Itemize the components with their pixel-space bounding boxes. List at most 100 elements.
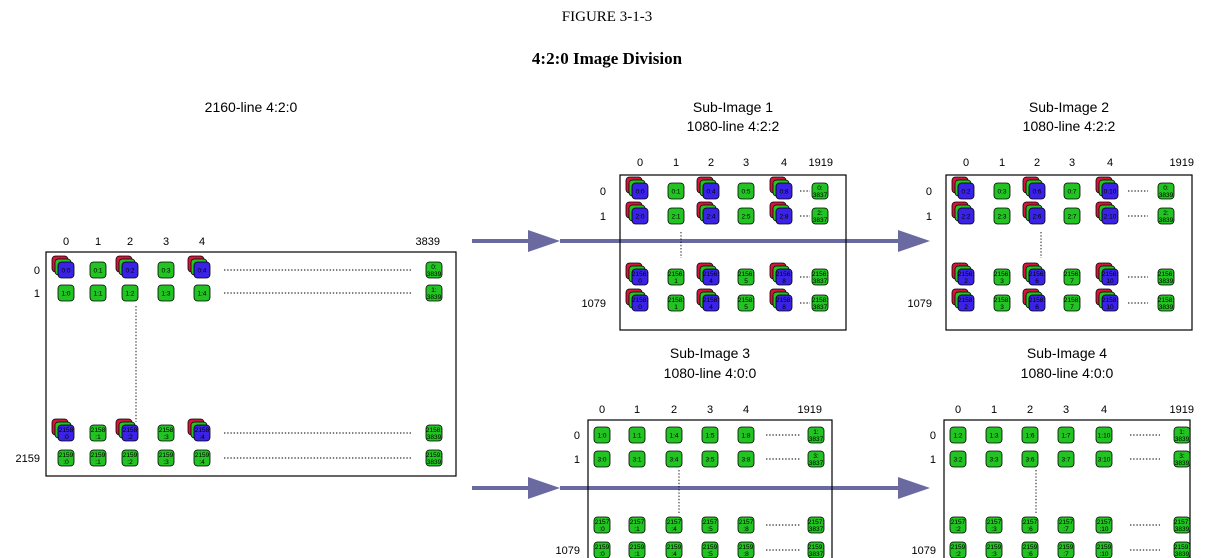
cb-sample bbox=[193, 261, 211, 279]
last-column-label: 1919 bbox=[1170, 157, 1194, 169]
sample-label: 3:10 bbox=[1098, 456, 1111, 463]
luma-sample bbox=[89, 284, 107, 302]
luma-sample bbox=[701, 541, 719, 558]
cb-sample bbox=[775, 294, 793, 312]
luma-sample: 2157:3839 bbox=[1173, 516, 1191, 534]
chroma-sample-stack: 2156:0 bbox=[625, 262, 649, 286]
last-row-label: 2159 bbox=[16, 453, 40, 465]
cb-sample bbox=[1028, 182, 1046, 200]
luma-sample: 2156:3 bbox=[993, 268, 1011, 286]
luma-sample: 2:7 bbox=[1063, 207, 1081, 225]
column-label: 1 bbox=[95, 236, 101, 248]
luma-sample bbox=[157, 284, 175, 302]
sample-label: 0:3 bbox=[997, 188, 1006, 195]
sample-label: 1:3839 bbox=[427, 287, 442, 301]
chroma-sample-stack: 2:10 bbox=[1095, 201, 1119, 225]
luma-sample bbox=[1057, 426, 1075, 444]
arrow-to-sub-image-1 bbox=[472, 230, 560, 252]
luma-sample bbox=[665, 450, 683, 468]
luma-sample: 3:5 bbox=[701, 450, 719, 468]
sample-label: 0:6 bbox=[1032, 188, 1041, 195]
luma-sample: 3:10 bbox=[1095, 450, 1113, 468]
chroma-sample-stack: 2158:10 bbox=[1095, 288, 1119, 312]
sample-label: 1:5 bbox=[705, 432, 714, 439]
luma-sample: 0:3839 bbox=[1157, 182, 1175, 200]
sample-label: 2:6 bbox=[1032, 213, 1041, 220]
cb-sample bbox=[957, 294, 975, 312]
chroma-sample-stack: 0:4 bbox=[187, 255, 211, 279]
column-label: 2 bbox=[127, 236, 133, 248]
luma-sample bbox=[1063, 294, 1081, 312]
luma-sample bbox=[737, 207, 755, 225]
cb-sample bbox=[1101, 294, 1119, 312]
sample-label: 2156:8 bbox=[776, 271, 792, 285]
sample-label: 2:7 bbox=[1067, 213, 1076, 220]
luma-sample: 1:6 bbox=[1021, 426, 1039, 444]
row-label: 1 bbox=[574, 454, 580, 466]
luma-sample bbox=[1157, 207, 1175, 225]
division-arrows bbox=[472, 230, 930, 499]
luma-sample: 1:4 bbox=[193, 284, 211, 302]
sample-label: 0:8 bbox=[779, 188, 788, 195]
luma-sample: 2157:2 bbox=[949, 516, 967, 534]
luma-sample bbox=[628, 426, 646, 444]
luma-sample: 2159:7 bbox=[1057, 541, 1075, 558]
sample-label: 1:3 bbox=[989, 432, 998, 439]
luma-sample bbox=[1021, 541, 1039, 558]
sample-label: 1:7 bbox=[1061, 432, 1070, 439]
figure-title: 4:2:0 Image Division bbox=[532, 49, 683, 68]
last-column-label: 1919 bbox=[809, 157, 833, 169]
sample-label: 3:3 bbox=[989, 456, 998, 463]
column-label: 3 bbox=[743, 157, 749, 169]
cb-sample bbox=[702, 207, 720, 225]
chroma-sample-stack: 2:8 bbox=[769, 201, 793, 225]
luma-sample bbox=[89, 424, 107, 442]
column-label: 1 bbox=[991, 404, 997, 416]
sample-label: 0:2 bbox=[125, 267, 134, 274]
luma-sample bbox=[593, 541, 611, 558]
luma-sample bbox=[157, 449, 175, 467]
luma-sample: 0:3839 bbox=[425, 261, 443, 279]
cb-sample bbox=[702, 182, 720, 200]
sample-label: 2159:4 bbox=[195, 452, 210, 466]
luma-sample bbox=[425, 424, 443, 442]
luma-sample bbox=[667, 294, 685, 312]
chroma-sample-stack: 2:4 bbox=[696, 201, 720, 225]
luma-sample bbox=[425, 261, 443, 279]
luma-sample: 2157:4 bbox=[665, 516, 683, 534]
luma-sample bbox=[665, 516, 683, 534]
column-label: 2 bbox=[1027, 404, 1033, 416]
row-label: 1 bbox=[926, 211, 932, 223]
sample-label: 2157:3839 bbox=[1174, 519, 1190, 533]
luma-sample bbox=[157, 424, 175, 442]
sample-label: 3:3839 bbox=[1175, 453, 1190, 467]
luma-sample bbox=[1057, 541, 1075, 558]
chroma-sample-stack: 2158:4 bbox=[187, 418, 211, 442]
cb-sample bbox=[1101, 268, 1119, 286]
chroma-sample-stack: 2158:4 bbox=[696, 288, 720, 312]
luma-sample bbox=[1021, 450, 1039, 468]
chroma-sample-stack: 2156:4 bbox=[696, 262, 720, 286]
luma-sample: 1:2 bbox=[949, 426, 967, 444]
chroma-sample-stack: 0:4 bbox=[696, 176, 720, 200]
sample-label: 0:5 bbox=[741, 188, 750, 195]
sample-label: 2159:6 bbox=[1023, 544, 1038, 558]
luma-sample: 3:0 bbox=[593, 450, 611, 468]
row-label: 1 bbox=[930, 454, 936, 466]
panel-title: 1080-line 4:0:0 bbox=[664, 365, 757, 381]
row-label: 0 bbox=[926, 186, 932, 198]
luma-sample: 0:7 bbox=[1063, 182, 1081, 200]
sample-label: 0:0 bbox=[635, 188, 644, 195]
luma-sample: 1:3 bbox=[985, 426, 1003, 444]
luma-sample bbox=[1157, 268, 1175, 286]
sample-label: 0:3839 bbox=[427, 264, 442, 278]
luma-sample: 3:2 bbox=[949, 450, 967, 468]
image-frame bbox=[45, 251, 457, 477]
luma-sample: 2158:7 bbox=[1063, 294, 1081, 312]
sample-label: 2158:0 bbox=[59, 427, 74, 441]
luma-sample bbox=[985, 426, 1003, 444]
luma-sample bbox=[1095, 426, 1113, 444]
sample-label: 2158:2 bbox=[958, 297, 974, 311]
